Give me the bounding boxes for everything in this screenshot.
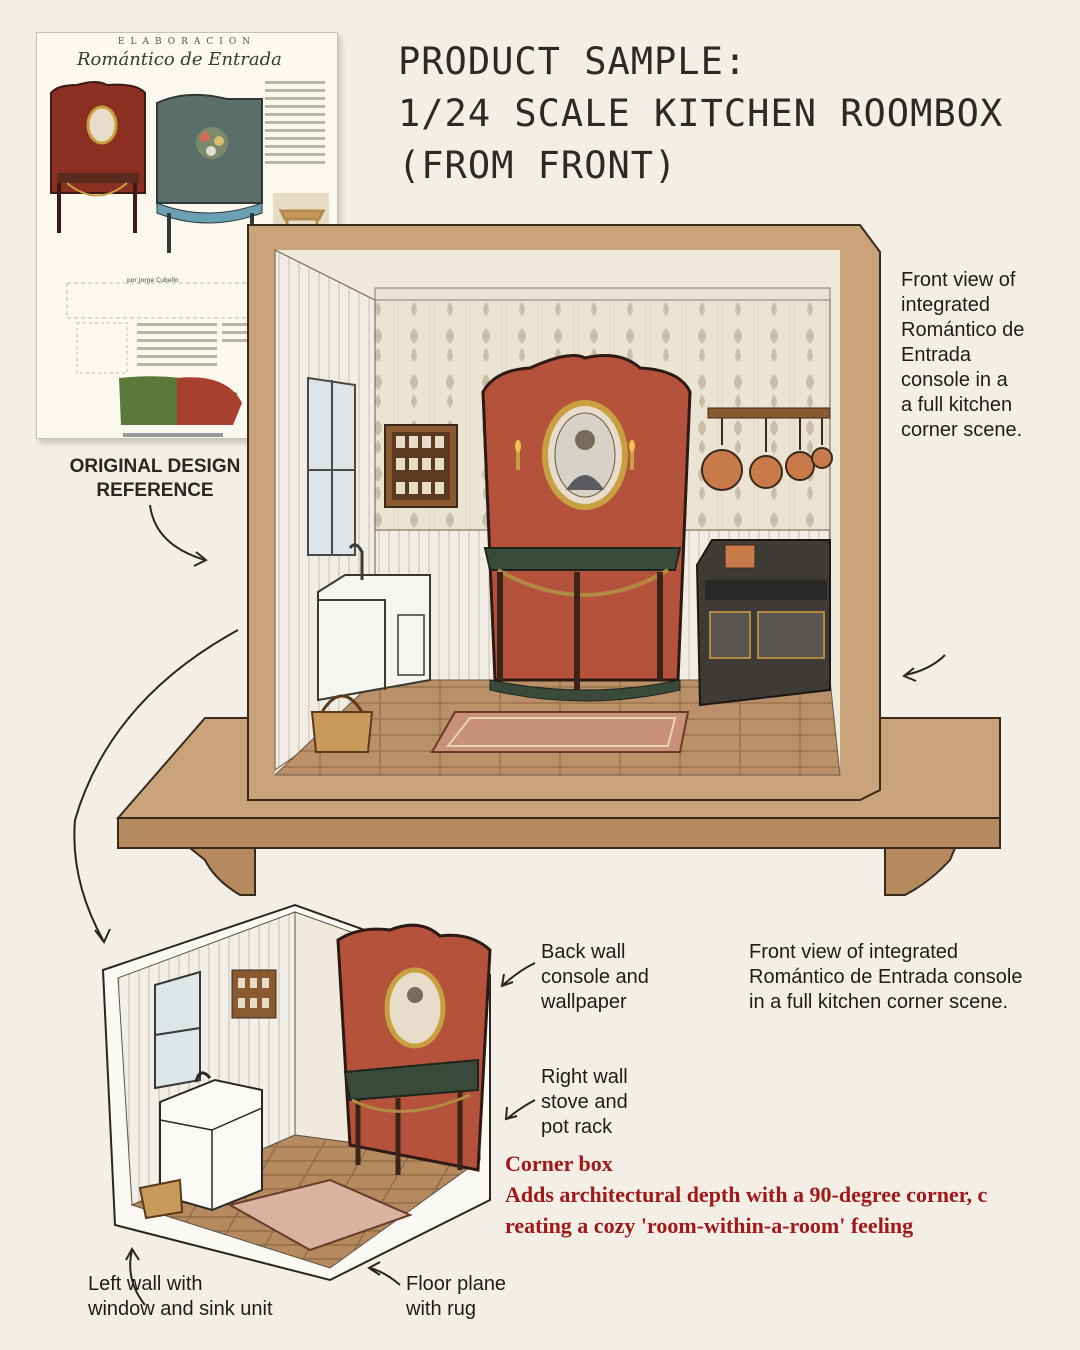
front-view-note: Front view of integrated Romántico de En…	[901, 268, 1071, 443]
front-view-2-line: Romántico de Entrada console	[749, 966, 1023, 988]
right-wall-line: Right wall	[541, 1066, 628, 1088]
front-view-line: corner scene.	[901, 419, 1023, 441]
left-wall-line: Left wall with	[88, 1273, 203, 1295]
back-wall-line: console and	[541, 966, 649, 988]
corner-box-line-1: Adds architectural depth with a 90-degre…	[505, 1182, 988, 1207]
corner-box-note: Corner box Adds architectural depth with…	[505, 1148, 1080, 1350]
front-view-note-2: Front view of integrated Romántico de En…	[749, 940, 1069, 1015]
floor-plane-line: Floor plane	[406, 1273, 507, 1295]
front-view-line: Entrada	[901, 344, 972, 366]
arrow-to-corner-box	[73, 629, 239, 941]
reference-header: ELABORACION	[117, 37, 257, 47]
title-line-1: PRODUCT SAMPLE:	[398, 40, 748, 83]
arrow-right-wall	[507, 1099, 536, 1119]
title-line-3: (FROM FRONT)	[398, 144, 678, 187]
reference-title: Romántico de Entrada	[77, 49, 282, 70]
arrow-floor-plane	[369, 1267, 401, 1286]
title-line-2: 1/24 SCALE KITCHEN ROOMBOX	[398, 92, 1004, 135]
reference-author: por Jorge Cubello	[127, 277, 179, 284]
right-wall-note: Right wall stove and pot rack	[541, 1065, 691, 1140]
right-wall-line: pot rack	[541, 1116, 613, 1138]
front-view-2-line: Front view of integrated	[749, 941, 958, 963]
arrow-back-wall	[502, 962, 536, 986]
original-design-line-1: ORIGINAL DESIGN	[69, 456, 241, 477]
corner-box-title: Corner box	[505, 1151, 613, 1176]
right-wall-line: stove and	[541, 1091, 628, 1113]
front-view-line: Front view of	[901, 269, 1016, 291]
original-design-label: ORIGINAL DESIGN REFERENCE	[40, 455, 270, 503]
arrow-original-design	[149, 504, 206, 561]
front-view-line: integrated	[901, 294, 990, 316]
front-view-line: a full kitchen	[901, 394, 1013, 416]
back-wall-line: Back wall	[541, 941, 626, 963]
floor-plane-line: with rug	[406, 1298, 477, 1320]
arrow-left-wall	[129, 1249, 146, 1306]
back-wall-note: Back wall console and wallpaper	[541, 940, 731, 1015]
original-design-line-2: REFERENCE	[96, 480, 214, 501]
arrow-front-view	[904, 654, 946, 676]
floor-plane-note: Floor plane with rug	[406, 1272, 546, 1322]
left-wall-note: Left wall with window and sink unit	[88, 1272, 348, 1322]
left-wall-line: window and sink unit	[88, 1298, 273, 1320]
front-view-2-line: in a full kitchen corner scene.	[749, 991, 1009, 1013]
front-view-line: Romántico de	[901, 319, 1025, 341]
page-title: PRODUCT SAMPLE: 1/24 SCALE KITCHEN ROOMB…	[398, 36, 1003, 192]
front-view-line: console in a	[901, 369, 1008, 391]
back-wall-line: wallpaper	[541, 991, 627, 1013]
corner-box-line-2: reating a cozy 'room-within-a-room' feel…	[505, 1213, 914, 1238]
